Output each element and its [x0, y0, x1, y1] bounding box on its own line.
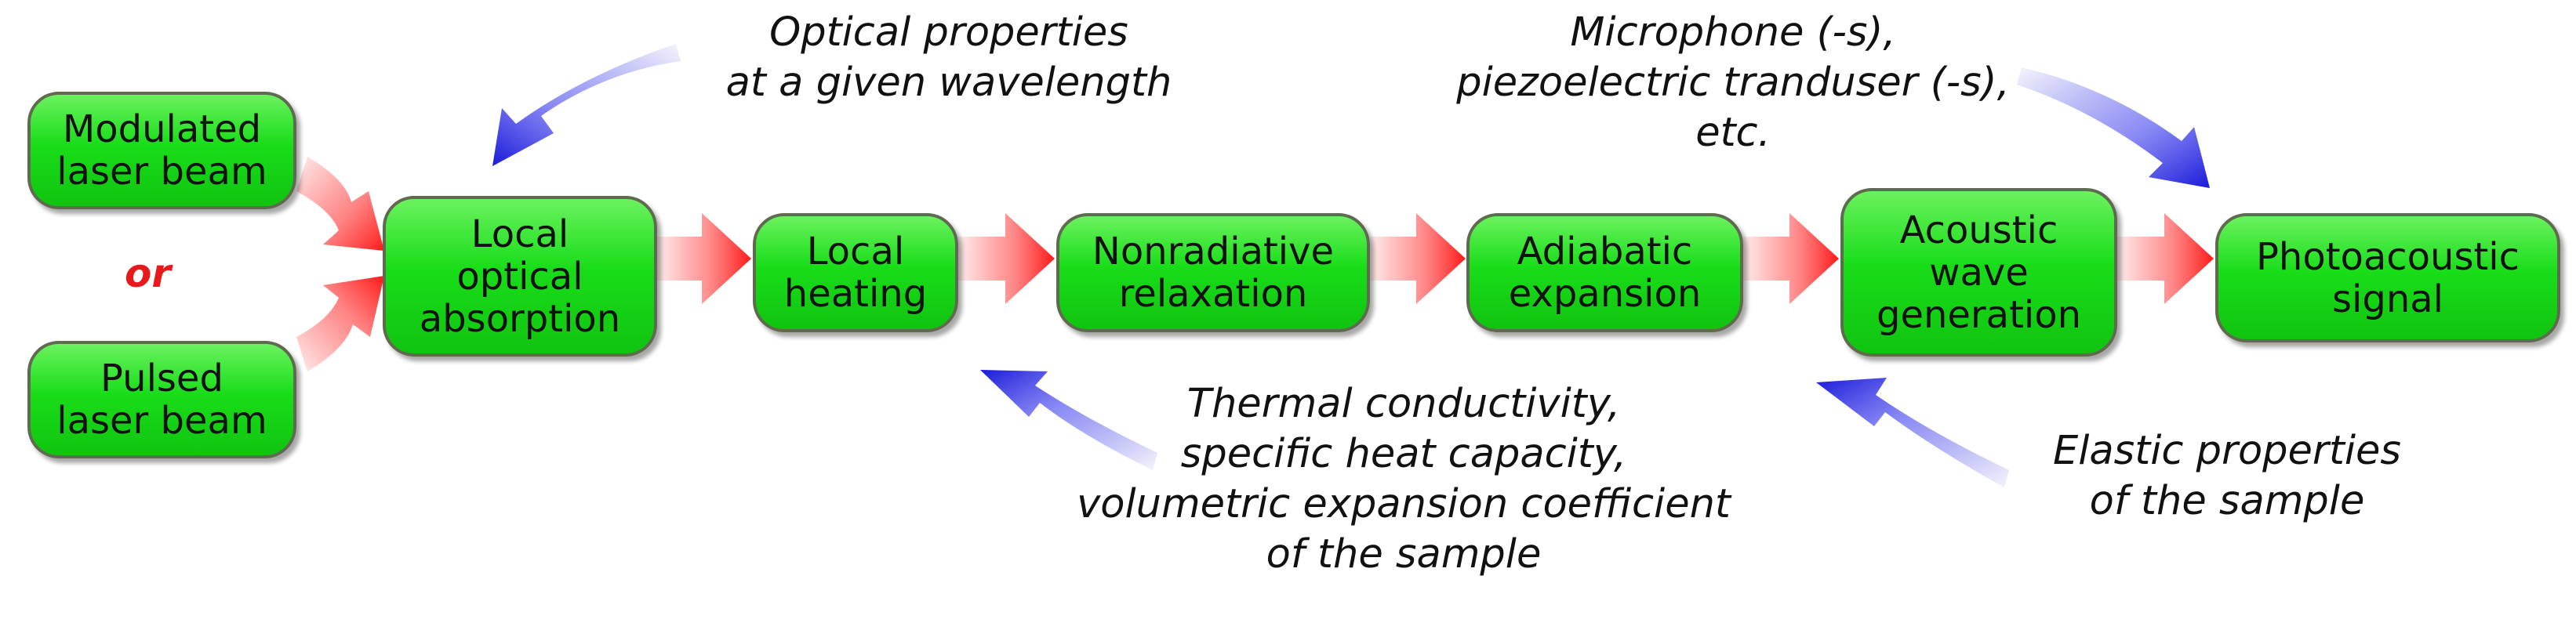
flow-arrow-pulsed-absorption: [296, 276, 384, 371]
photoacoustic-signal-node: Photoacoustic signal: [2215, 213, 2560, 342]
influence-arrow-elastic: [1816, 378, 2009, 487]
flow-arrow-wave-signal: [2117, 213, 2214, 304]
flow-arrow-expansion-wave: [1743, 213, 1839, 304]
flow-arrow-relaxation-expansion: [1370, 213, 1466, 304]
flow-arrow-absorption-heating: [657, 213, 751, 304]
optical-properties-note: Optical properties at a given wavelength: [725, 9, 1172, 106]
adiabatic-expansion-node: Adiabatic expansion: [1466, 213, 1743, 332]
microphone-note: Microphone (-s), piezoelectric tranduser…: [1456, 9, 2010, 156]
influence-arrow-microphone: [2017, 67, 2210, 188]
or-label: or: [125, 251, 172, 296]
modulated-laser-beam-node: Modulated laser beam: [27, 92, 296, 209]
thermal-properties-note: Thermal conductivity, specific heat capa…: [1077, 381, 1731, 578]
pulsed-laser-beam-node: Pulsed laser beam: [27, 341, 296, 458]
elastic-properties-note: Elastic properties of the sample: [2052, 428, 2401, 524]
local-optical-absorption-node: Local optical absorption: [383, 196, 657, 357]
influence-arrow-thermal: [980, 370, 1157, 470]
influence-arrow-optical: [492, 44, 681, 166]
flow-arrow-heating-relaxation: [958, 213, 1055, 304]
nonradiative-relaxation-node: Nonradiative relaxation: [1056, 213, 1370, 332]
flow-arrow-modulated-absorption: [296, 157, 384, 251]
acoustic-wave-generation-node: Acoustic wave generation: [1840, 188, 2117, 357]
local-heating-node: Local heating: [753, 213, 958, 332]
